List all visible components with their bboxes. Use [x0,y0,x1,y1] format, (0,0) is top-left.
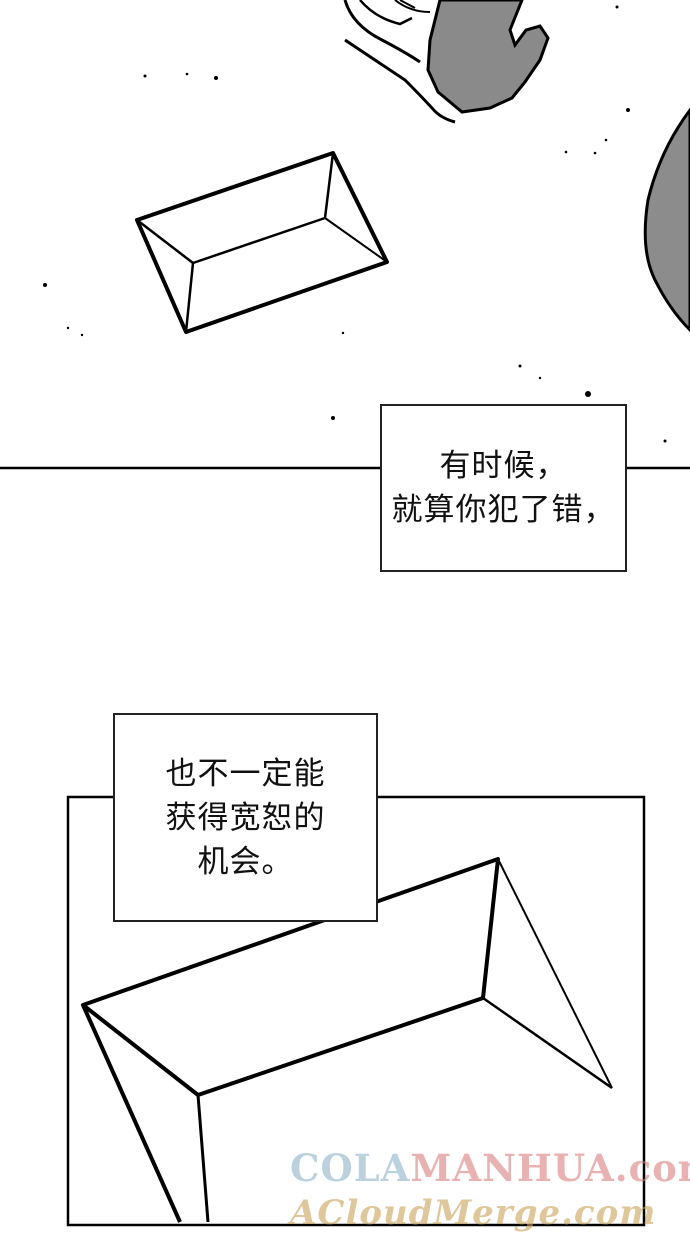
watermark-colamanhua: COLAMANHUA.com [290,1146,690,1190]
block-illustration-small [135,151,389,334]
caption-2-line-1: 也不一定能 [165,755,326,792]
watermark-dotcom: .com [614,1146,690,1190]
watermark-manhua: MANHUA [410,1146,615,1190]
caption-1-line-1: 有时候， [439,448,568,484]
caption-2-line-3: 机会。 [197,843,294,880]
watermark-cola: COLA [290,1146,411,1190]
speckles [43,5,667,1189]
caption-1-line-2: 就算你犯了错， [391,492,616,528]
watermark-acloudmerge: ACloudMerge.com [290,1193,657,1233]
figure-silhouette [643,107,690,333]
caption-2-line-2: 获得宽恕的 [165,799,326,836]
caption-box-2: 也不一定能 获得宽恕的 机会。 [113,713,378,922]
caption-box-1: 有时候， 就算你犯了错， [380,404,627,572]
hand-illustration [343,0,550,124]
